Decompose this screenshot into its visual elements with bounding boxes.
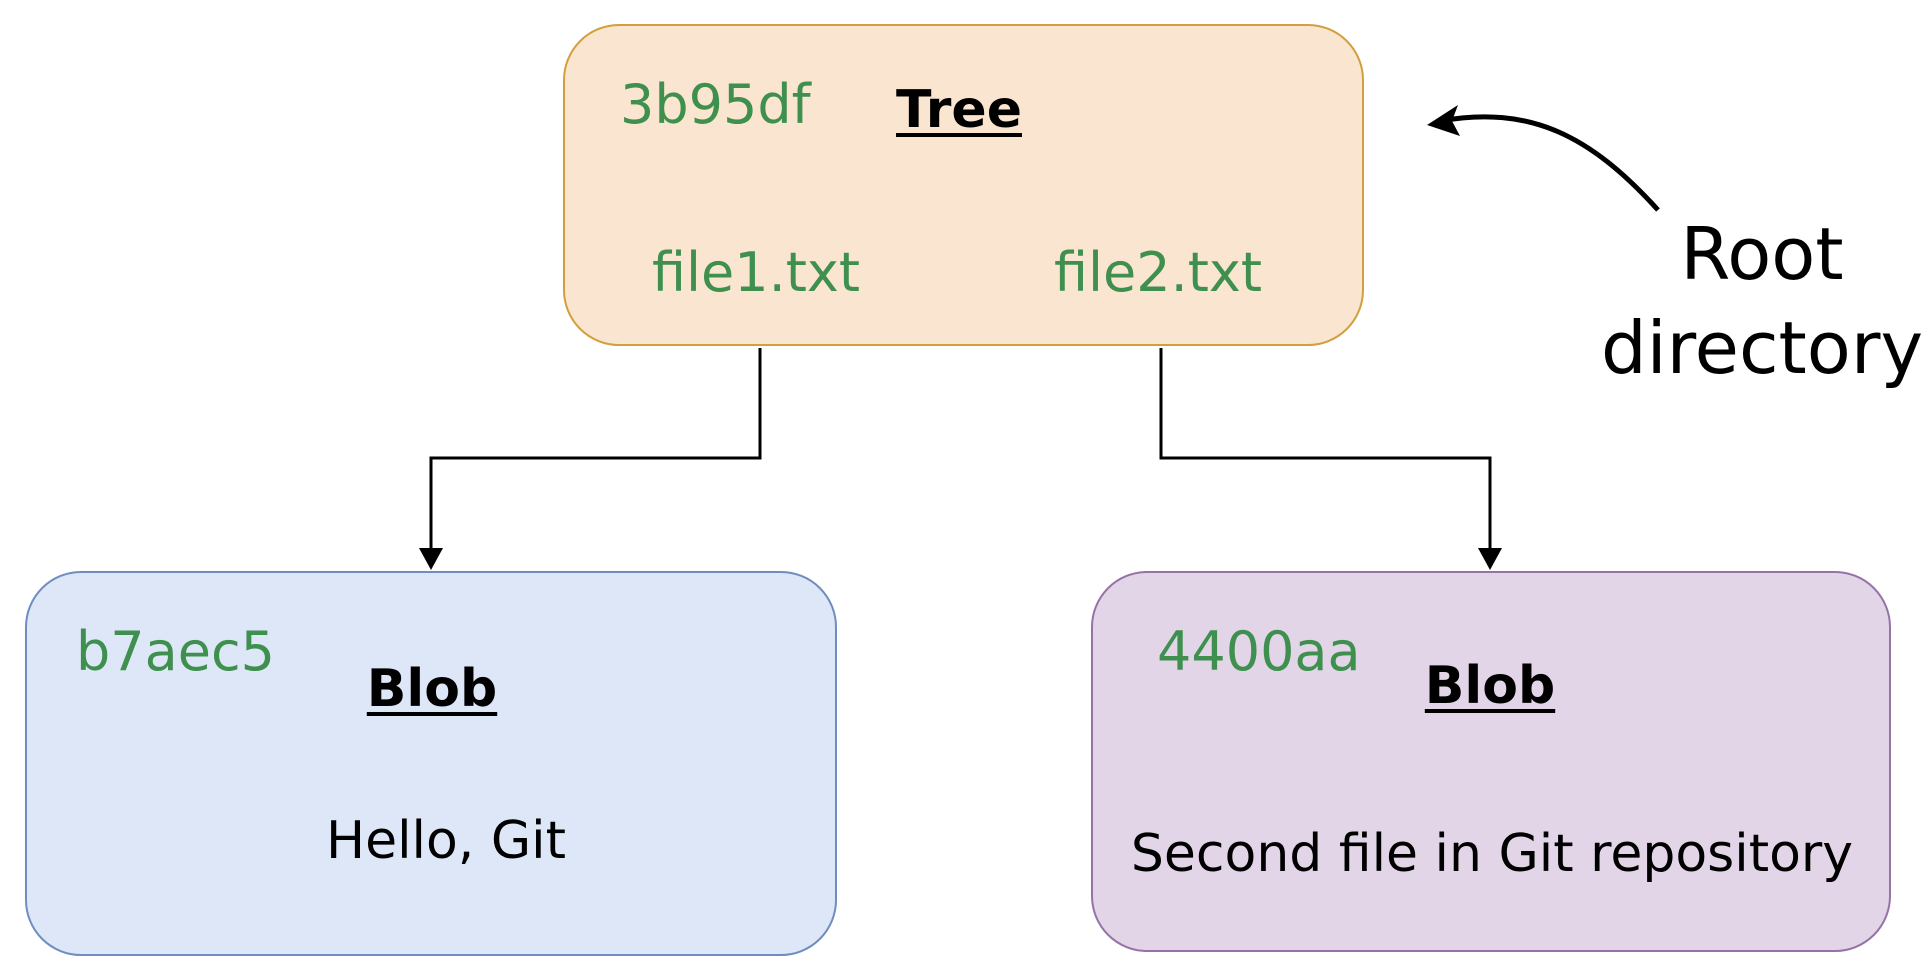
blob-4400aa-content: Second file in Git repository [1130, 824, 1854, 884]
blob-b7aec5-kind-label: Blob [366, 659, 498, 719]
arrowhead-blob-b7aec5 [419, 548, 443, 570]
tree-entry-file2: file2.txt [1054, 241, 1263, 304]
blob-b7aec5-content: Hello, Git [326, 811, 566, 871]
root-directory-pointer-arrow [1439, 114, 1660, 212]
annotation-line-2: directory [1600, 305, 1924, 390]
blob-4400aa-hash: 4400aa [1157, 620, 1361, 683]
root-directory-pointer-arrowhead [1427, 105, 1460, 136]
annotation-line-1: Root [1680, 212, 1844, 296]
arrowhead-blob-4400aa [1478, 548, 1502, 570]
tree-hash: 3b95df [620, 73, 811, 136]
root-directory-annotation: Root directory [1601, 208, 1923, 395]
edge-tree-to-blob-b7aec5 [429, 348, 762, 556]
tree-node [563, 24, 1364, 346]
blob-node-b7aec5 [25, 571, 837, 956]
blob-4400aa-kind-label: Blob [1424, 656, 1556, 716]
blob-node-4400aa [1091, 571, 1891, 952]
edge-tree-to-blob-4400aa [1159, 348, 1492, 556]
tree-kind-label: Tree [896, 80, 1022, 140]
blob-b7aec5-hash: b7aec5 [76, 620, 275, 683]
tree-entry-file1: file1.txt [652, 241, 861, 304]
